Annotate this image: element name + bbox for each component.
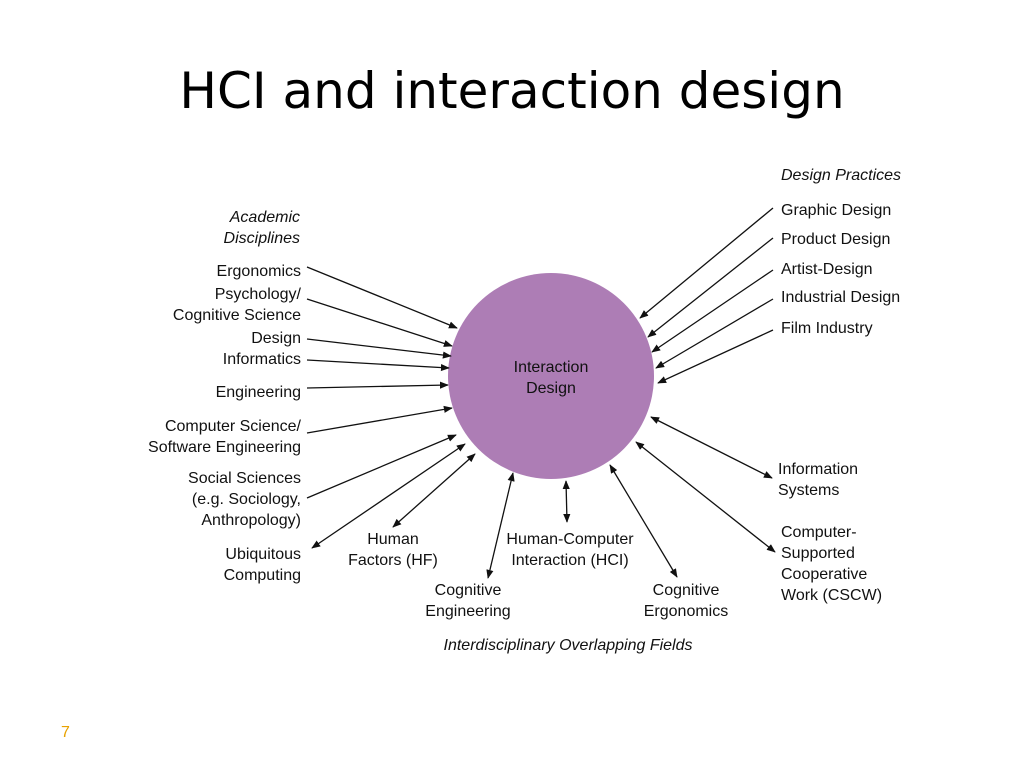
- academic-discipline-arrow: [306, 405, 453, 434]
- design-practice-label: Film Industry: [781, 320, 873, 337]
- overlapping-field-arrow: [635, 441, 776, 553]
- design-practice-arrow: [655, 298, 774, 369]
- overlapping-fields-heading: Interdisciplinary Overlapping Fields: [444, 637, 693, 654]
- academic-discipline-arrow: [306, 359, 450, 372]
- design-practice-label: Product Design: [781, 231, 890, 248]
- academic-discipline-arrow: [306, 298, 453, 347]
- academic-discipline-label: Psychology/Cognitive Science: [173, 286, 302, 324]
- design-practice-arrow: [647, 237, 774, 338]
- overlapping-field-arrow: [562, 480, 571, 523]
- academic-discipline-arrow: [306, 434, 457, 499]
- academic-discipline-label: Ergonomics: [217, 263, 301, 280]
- design-practice-arrow: [657, 329, 774, 384]
- design-practices-heading: Design Practices: [781, 167, 901, 184]
- academic-discipline-label: Informatics: [223, 351, 301, 368]
- academic-discipline-arrow: [306, 381, 449, 389]
- design-practice-label: Industrial Design: [781, 289, 900, 306]
- interaction-design-circle: [448, 273, 654, 479]
- slide-title: HCI and interaction design: [179, 62, 845, 120]
- overlapping-field-arrow: [392, 453, 476, 528]
- academic-discipline-label: Social Sciences(e.g. Sociology,Anthropol…: [188, 470, 301, 529]
- overlapping-field-arrow: [486, 472, 515, 579]
- design-practice-label: Artist-Design: [781, 261, 873, 278]
- design-practice-label: Graphic Design: [781, 202, 891, 219]
- academic-discipline-arrow: [306, 266, 458, 329]
- academic-discipline-label: Engineering: [216, 384, 301, 401]
- design-practice-arrow: [651, 269, 774, 353]
- academic-discipline-label: Design: [251, 330, 301, 347]
- design-practice-arrow: [639, 207, 774, 319]
- page-number: 7: [61, 724, 70, 741]
- arrows: [306, 207, 776, 579]
- academic-discipline-arrow: [306, 338, 452, 359]
- academic-discipline-label: Computer Science/Software Engineering: [148, 418, 302, 456]
